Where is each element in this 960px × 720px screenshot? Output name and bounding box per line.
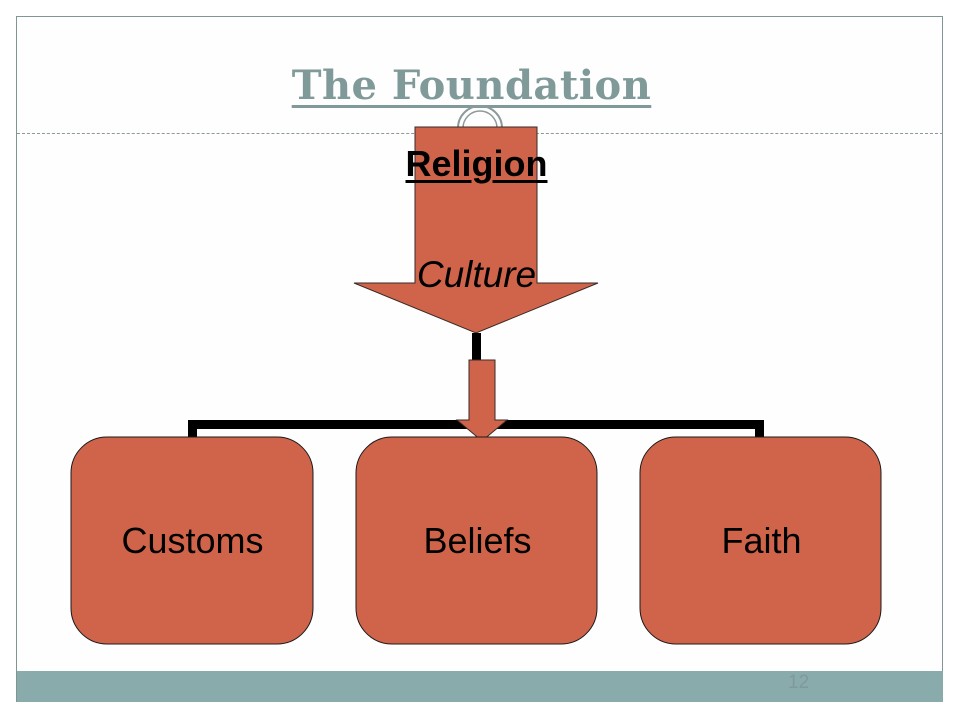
- footer-band: [17, 671, 943, 702]
- slide-title: The Foundation: [291, 62, 652, 109]
- connector-stem: [472, 333, 481, 361]
- connector-left-drop: [188, 420, 197, 438]
- ring-ornament-icon: [457, 105, 503, 129]
- small-down-arrow: [455, 359, 509, 442]
- customs-label: Customs: [121, 520, 264, 561]
- box-beliefs: [355, 436, 598, 645]
- box-customs: [70, 436, 314, 645]
- faith-label: Faith: [721, 520, 802, 561]
- box-faith: [639, 436, 882, 645]
- culture-label: Culture: [416, 254, 537, 295]
- page-number: 12: [788, 672, 810, 693]
- connector-right-drop: [755, 420, 764, 438]
- beliefs-label: Beliefs: [423, 520, 532, 561]
- ring-ornament-inner-icon: [462, 110, 498, 129]
- culture-down-arrow: [353, 126, 599, 334]
- religion-label: Religion: [405, 143, 548, 184]
